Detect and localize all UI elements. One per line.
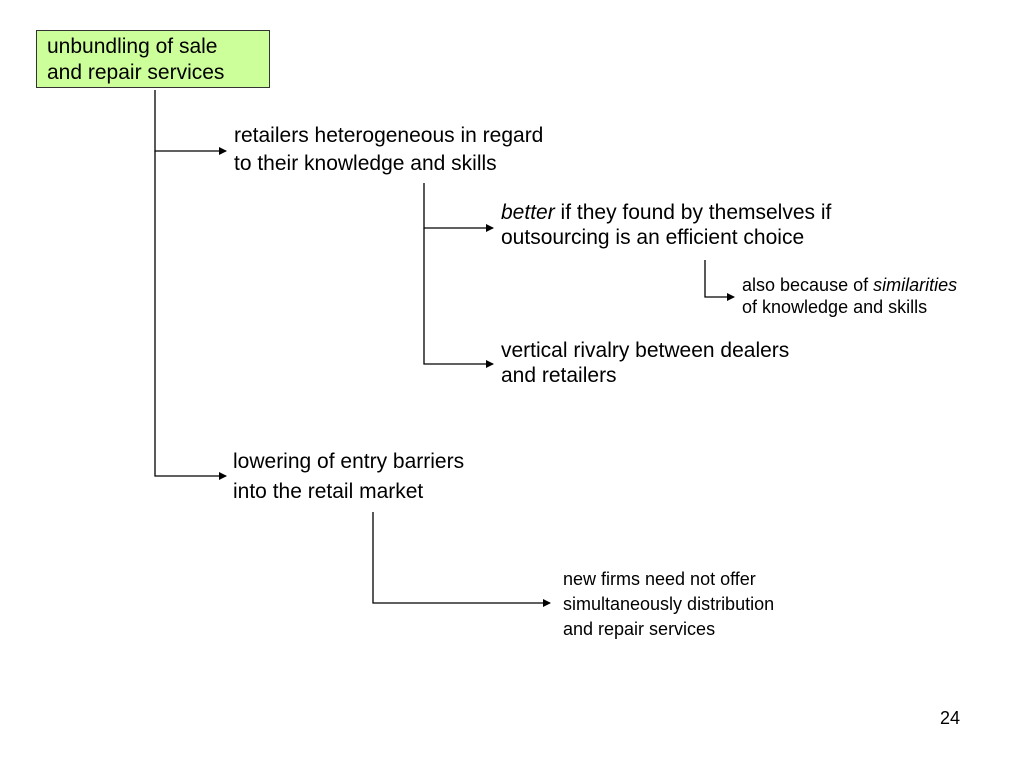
connector-root-to-retailers bbox=[154, 90, 227, 155]
similarities-emphasis: similarities bbox=[873, 275, 958, 295]
similarities-prefix: also because of bbox=[742, 275, 874, 295]
rivalry-node: vertical rivalry between dealers and ret… bbox=[501, 338, 789, 388]
retailers-line-1: retailers heterogeneous in regard bbox=[234, 124, 544, 147]
similarities-line-2: of knowledge and skills bbox=[742, 297, 928, 317]
similarities-line-1: also because of similarities bbox=[742, 274, 957, 296]
rivalry-line-1: vertical rivalry between dealers bbox=[501, 339, 790, 362]
newfirms-line-1: new firms need not offer bbox=[563, 569, 756, 589]
better-line-2: outsourcing is an efficient choice bbox=[501, 226, 805, 249]
connector-entry-to-newfirms bbox=[372, 512, 551, 607]
newfirms-line-3: and repair services bbox=[563, 619, 716, 639]
rivalry-line-2: and retailers bbox=[501, 364, 617, 387]
page-number: 24 bbox=[940, 708, 961, 728]
similarities-node: also because of similarities of knowledg… bbox=[742, 274, 957, 318]
root-node: unbundling of sale and repair services bbox=[36, 30, 270, 88]
root-line-2: and repair services bbox=[47, 61, 225, 84]
newfirms-node: new firms need not offer simultaneously … bbox=[563, 567, 774, 642]
entry-line-2: into the retail market bbox=[233, 480, 424, 503]
entry-line-1: lowering of entry barriers bbox=[233, 450, 465, 473]
connector-retailers-to-rivalry bbox=[423, 228, 494, 368]
better-line-1: better if they found by themselves if bbox=[501, 200, 831, 225]
connector-better-to-similarities bbox=[704, 260, 735, 301]
retailers-line-2: to their knowledge and skills bbox=[234, 152, 497, 175]
root-line-1: unbundling of sale bbox=[47, 35, 218, 58]
entry-node: lowering of entry barriers into the reta… bbox=[233, 447, 464, 507]
connector-retailers-to-better bbox=[423, 183, 494, 232]
retailers-node: retailers heterogeneous in regard to the… bbox=[234, 122, 543, 178]
better-node: better if they found by themselves if ou… bbox=[501, 200, 831, 250]
connector-root-to-entry bbox=[154, 151, 227, 480]
better-emphasis: better bbox=[501, 201, 555, 224]
better-rest: if they found by themselves if bbox=[554, 201, 832, 224]
newfirms-line-2: simultaneously distribution bbox=[563, 594, 775, 614]
